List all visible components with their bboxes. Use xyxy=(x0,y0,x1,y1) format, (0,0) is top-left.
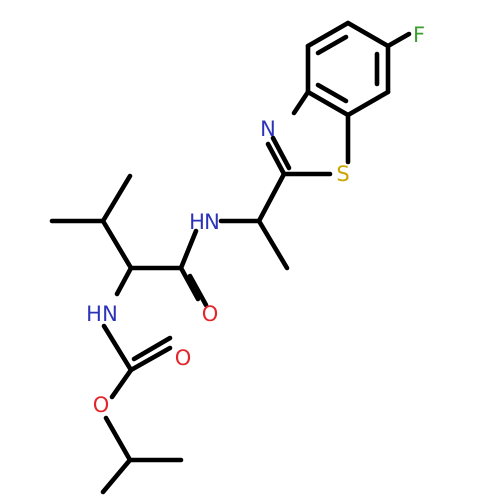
bond xyxy=(178,228,199,271)
bond xyxy=(109,367,134,400)
bond xyxy=(100,218,134,271)
bond xyxy=(256,218,290,271)
carbonyl-oxygen-label: O xyxy=(175,346,192,370)
thiazole-nitrogen-label: N xyxy=(260,117,276,141)
bond xyxy=(256,171,287,224)
amide-nitrogen-label: N xyxy=(204,210,220,234)
bond xyxy=(291,89,311,116)
bond xyxy=(385,31,412,49)
bond xyxy=(100,173,133,224)
bond xyxy=(114,265,134,297)
ester-oxygen-label: O xyxy=(93,393,110,417)
atom-labels: F N S H N O H N O O xyxy=(86,23,425,417)
bond xyxy=(187,273,209,308)
bond xyxy=(270,135,292,171)
bond xyxy=(265,141,287,177)
bond xyxy=(315,82,349,104)
thiazole-sulfur-label: S xyxy=(336,162,349,186)
bond xyxy=(305,20,351,49)
bond xyxy=(101,323,134,373)
bond-lines xyxy=(49,20,412,495)
bond xyxy=(128,345,173,373)
amide-oxygen-label: O xyxy=(202,302,219,326)
bond xyxy=(305,89,351,118)
bond xyxy=(178,265,201,302)
amide-nh-hydrogen-label: H xyxy=(189,210,205,234)
bond xyxy=(103,415,133,463)
bond xyxy=(315,34,349,56)
carbamate-nitrogen-label: N xyxy=(102,302,118,326)
bond xyxy=(345,20,391,49)
carbamate-nh-hydrogen-label: H xyxy=(86,302,102,326)
bond xyxy=(100,457,133,495)
bond xyxy=(345,89,391,118)
bond xyxy=(131,335,173,362)
fluorine-atom-label: F xyxy=(413,23,425,47)
